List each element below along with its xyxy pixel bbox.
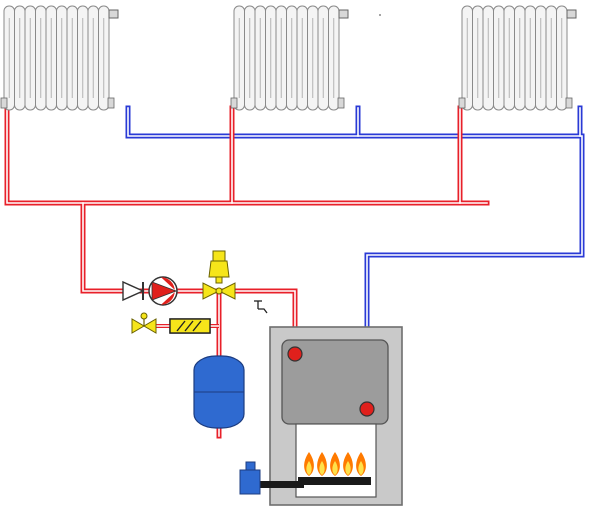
radiator-icon xyxy=(458,5,577,111)
flame-core xyxy=(319,461,325,475)
filter-stripes xyxy=(176,320,202,332)
radiator-inlet-stub xyxy=(0,97,8,109)
radiators xyxy=(0,5,577,111)
flame-core xyxy=(306,461,312,475)
radiator-outlet-stub xyxy=(337,97,345,109)
safety-valve-icon xyxy=(202,250,236,300)
flame-core xyxy=(345,461,351,475)
radiator-icon xyxy=(0,5,119,111)
check-valve-icon xyxy=(122,280,145,302)
supply-pipe-core xyxy=(6,107,488,437)
return-pipes xyxy=(125,105,585,411)
supply-outlet-connector xyxy=(287,346,303,362)
expansion-tank-icon xyxy=(193,355,245,429)
supply-pipe-outer xyxy=(4,105,490,439)
return-inlet-connector xyxy=(359,401,375,417)
radiator-outlet-stub xyxy=(107,97,115,109)
air-vent xyxy=(108,9,119,19)
radiator-inlet-stub xyxy=(230,97,238,109)
air-vent xyxy=(338,9,349,19)
air-vent xyxy=(566,9,577,19)
burner-flames xyxy=(304,452,366,476)
filter-body xyxy=(169,318,211,334)
burner-icon xyxy=(298,477,371,485)
marker-dot xyxy=(379,14,381,16)
radiator-inlet-stub xyxy=(458,97,466,109)
radiator-icon xyxy=(230,5,349,111)
circulation-pump-icon xyxy=(148,276,178,306)
supply-pipes xyxy=(4,105,490,439)
ball-valve-icon xyxy=(131,312,157,334)
fan-icon xyxy=(239,461,261,495)
radiator-outlet-stub xyxy=(565,97,573,109)
drain-tap-icon xyxy=(254,300,268,314)
burner-fuel-line xyxy=(258,481,304,488)
flame-core xyxy=(358,461,364,475)
return-pipe-core xyxy=(127,107,583,409)
flame-core xyxy=(332,461,338,475)
